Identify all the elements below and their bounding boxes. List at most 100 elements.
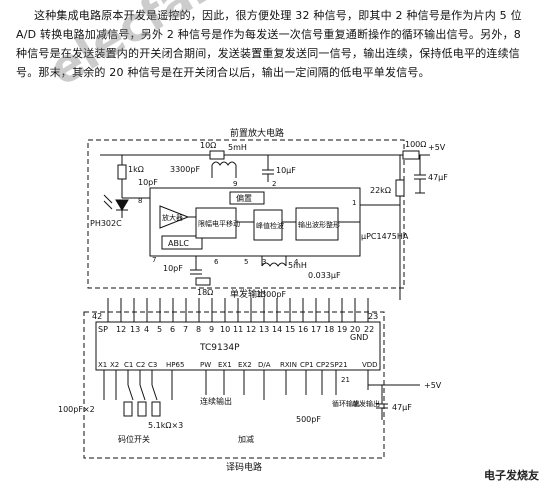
pin-5: 5 [244,258,248,266]
pin-3: 3 [262,258,266,266]
label-c100pf: 100pF×2 [58,405,95,414]
bottom-pin-legs [103,370,369,400]
pin-top-label: 12 [246,325,256,334]
label-l2: 5mH [288,261,307,270]
label-decoder: 译码电路 [226,461,262,473]
label-shaper: 输出波形整形 [298,220,340,229]
pin-top-label: 15 [285,325,295,334]
pin-6: 6 [214,258,219,266]
pin-bottom-label: C3 [148,361,157,369]
label-gnd: GND [350,333,368,342]
pin-1: 1 [352,199,356,207]
pin-7: 7 [152,256,156,264]
label-c10uf: 10μF [276,166,296,175]
pin-bottom-label: VDD [362,361,378,369]
label-preamp-ic: μPC1475HA [361,232,409,241]
label-c500: 500pF [296,415,321,424]
pin-top-label: SP [98,325,108,334]
pin-bottom-label: EX1 [218,361,232,369]
pin-top-label: 11 [233,325,243,334]
pin-bottom-label: D/A [258,361,271,369]
label-ablc: ABLC [168,239,189,248]
label-peak: 峰值检波 [256,221,284,230]
pin-top-label: 5 [157,325,162,334]
pin-bottom-label: SP21 [330,361,348,369]
label-r2: 1kΩ [128,165,144,174]
label-pd: PH302C [90,219,122,228]
pin-top-label: 9 [209,325,214,334]
label-single-out: 单发输出 [230,288,266,300]
label-decoder-ic: TC9134P [199,343,240,353]
label-r22k: 22kΩ [370,186,391,195]
pin-top-label: 7 [183,325,188,334]
pin-top-label: 17 [311,325,321,334]
pin-bottom-label: X1 [98,361,107,369]
description-text: 这种集成电路原本开发是遥控的，因此，很方便处理 32 种信号，即其中 2 种信号… [16,9,522,79]
label-vplus2: +5V [424,381,442,390]
pin-top-label: 14 [272,325,282,334]
pin-top-label: 6 [170,325,175,334]
pin-top-label: 22 [364,325,374,334]
label-preamp: 前置放大电路 [230,127,284,139]
resistor-1k [117,164,127,180]
output-pin-legs [107,298,369,322]
pin-bottom-label: HP65 [166,361,184,369]
block-ablc [161,235,203,250]
pin-bottom-label: PW [200,361,211,369]
pin-9: 9 [233,180,237,188]
decoder-ic [95,321,381,371]
pin-bottom-label: EX2 [238,361,252,369]
resistor-18 [195,277,211,286]
pin-top-label: 13 [259,325,269,334]
pin-top-label: 20 [350,325,360,334]
label-c0033: 0.033μF [308,271,341,280]
pin-top-label: 12 [116,325,126,334]
pin-top-label: 4 [144,325,149,334]
pin-bottom-label: CP1 [300,361,314,369]
resistor-22k [395,179,405,197]
inductor-1 [211,161,237,166]
label-r1: 10Ω [200,141,216,150]
resistor-10 [209,150,225,160]
pin-4: 4 [294,258,299,266]
pin-21: 21 [341,376,350,384]
label-amp: 放大器 [162,213,183,222]
label-c10pf2: 10pF [163,264,183,273]
label-r18: 18Ω [197,288,213,297]
label-cycle-out: 循环输出 [332,399,360,408]
pin-23: 23 [368,312,378,321]
block-peak [253,209,283,241]
label-continuous: 连续输出 [200,396,232,406]
pin-top-label: 19 [337,325,347,334]
pin-bottom-label: C1 [124,361,133,369]
pin-bottom-label: RXIN [280,361,297,369]
label-c10pf: 10pF [138,178,158,187]
pin-top-label: 18 [324,325,334,334]
label-c47b: 47μF [392,403,412,412]
label-l1: 5mH [228,143,247,152]
pin-labels-bottom: X1 X2 C1 C2 C3 HP65 PW EX1 EX2 D/A RXIN … [98,361,378,369]
label-c47: 47μF [428,173,448,182]
label-r100: 100Ω [405,140,426,149]
pin-top-label: 16 [298,325,308,334]
pin-top-label: 8 [196,325,201,334]
label-add-sub: 加减 [238,434,254,444]
pin-top-label: 10 [220,325,230,334]
block-shaper [295,207,339,241]
pin-2: 2 [272,180,276,188]
description-paragraph: 这种集成电路原本开发是遥控的，因此，很方便处理 32 种信号，即其中 2 种信号… [16,6,532,82]
bit-switches [123,384,161,417]
pin-top-label: 13 [130,325,140,334]
corner-logo: 电子发烧友 [484,469,539,482]
label-bias: 偏置 [236,193,252,203]
label-r51k: 5.1kΩ×3 [148,421,183,430]
label-c3300b: 3300pF [256,290,286,299]
photodiode [115,199,129,211]
pin-bottom-label: X2 [110,361,119,369]
label-bit-switch: 码位开关 [118,434,150,444]
block-limit [195,207,237,239]
pin-labels-top: SP 12 13 4 5 6 7 8 9 10 11 12 13 14 15 1… [98,325,374,334]
amp-triangle [159,205,190,229]
inductor-2 [261,262,287,267]
